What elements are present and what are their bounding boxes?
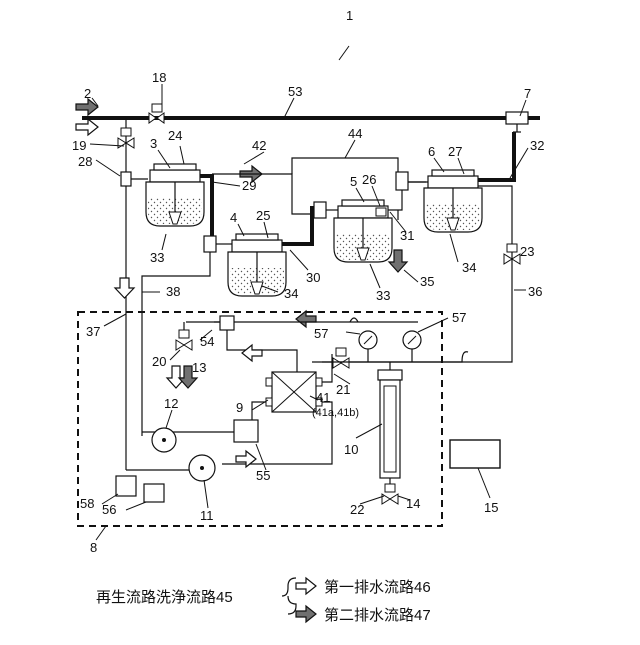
ref-13: 13 (192, 360, 206, 375)
ref-57-left: 57 (314, 326, 328, 341)
ref-22: 22 (350, 502, 364, 517)
pump-11-icon (189, 455, 215, 481)
ref-33-mid: 33 (376, 288, 390, 303)
legend: 再生流路洗浄流路45 第一排水流路46 第二排水流路47 (96, 578, 431, 624)
ref-58: 58 (80, 496, 94, 511)
pressure-gauge-1 (359, 331, 377, 362)
ref-6: 6 (428, 144, 435, 159)
ref-44: 44 (348, 126, 362, 141)
ref-27: 27 (448, 144, 462, 159)
valve-20-icon (176, 322, 192, 350)
outlet-line-32 (478, 132, 514, 180)
ref-24: 24 (168, 128, 182, 143)
ref-34-mid: 34 (284, 286, 298, 301)
ref-15: 15 (484, 500, 498, 515)
ref-53: 53 (288, 84, 302, 99)
reference-numerals: 1 2 18 53 7 3 24 19 28 42 44 29 5 26 6 2… (72, 8, 544, 555)
ref-7: 7 (524, 86, 531, 101)
ref-4: 4 (230, 210, 237, 225)
ref-30: 30 (306, 270, 320, 285)
filter-cartridge-3 (146, 164, 204, 226)
legend-first-label: 第一排水流路46 (324, 578, 431, 596)
ref-54: 54 (200, 334, 214, 349)
ref-41-sub: (41a,41b) (312, 407, 359, 419)
ref-21: 21 (336, 382, 350, 397)
legend-source-label: 再生流路洗浄流路45 (96, 589, 233, 606)
ref-41: 41 (316, 390, 330, 405)
gray-arrow-left (296, 311, 316, 327)
legend-white-arrow-icon (296, 578, 316, 594)
ref-37: 37 (86, 324, 100, 339)
legend-second-label: 第二排水流路47 (324, 606, 431, 624)
filter-cartridge-4 (204, 234, 286, 296)
ref-57-right: 57 (452, 310, 466, 325)
ref-25: 25 (256, 208, 270, 223)
legend-gray-arrow-icon (296, 606, 316, 622)
ref-8: 8 (90, 540, 97, 555)
pump-12-icon (152, 428, 176, 452)
ref-10: 10 (344, 442, 358, 457)
ref-5: 5 (350, 174, 357, 189)
controller-15 (450, 440, 500, 468)
ref-23: 23 (520, 244, 534, 259)
valve-21-icon (333, 348, 349, 368)
ref-33-left: 33 (150, 250, 164, 265)
line-44 (292, 158, 398, 184)
ref-35: 35 (420, 274, 434, 289)
ref-20: 20 (152, 354, 166, 369)
ref-42: 42 (252, 138, 266, 153)
ref-26: 26 (362, 172, 376, 187)
white-flow-arrow-37 (115, 278, 134, 298)
component-55 (234, 420, 258, 442)
component-56 (144, 484, 164, 502)
valve-18-icon (149, 104, 164, 123)
ref-34-right: 34 (462, 260, 476, 275)
white-drain-arrow-13 (167, 366, 185, 388)
ref-32: 32 (530, 138, 544, 153)
ref-31: 31 (400, 228, 414, 243)
white-arrow-left (242, 345, 262, 361)
valve-14-icon (382, 484, 398, 504)
filter-housing-10 (378, 362, 402, 484)
ref-9: 9 (236, 400, 243, 415)
component-58 (116, 476, 136, 496)
ref-14: 14 (406, 496, 420, 511)
ref-38: 38 (166, 284, 180, 299)
ref-2: 2 (84, 86, 91, 101)
ref-11: 11 (200, 508, 214, 523)
ref-12: 12 (164, 396, 178, 411)
ref-18: 18 (152, 70, 166, 85)
ref-29: 29 (242, 178, 256, 193)
ref-55: 55 (256, 468, 270, 483)
ref-36: 36 (528, 284, 542, 299)
pressure-gauge-2 (403, 331, 421, 362)
switching-valve-9 (266, 372, 322, 412)
ref-28: 28 (78, 154, 92, 169)
filter-cartridge-6 (396, 170, 482, 232)
ref-3: 3 (150, 136, 157, 151)
ref-19: 19 (72, 138, 86, 153)
ref-56: 56 (102, 502, 116, 517)
filter-cartridge-5 (314, 200, 392, 262)
ref-1: 1 (346, 8, 353, 23)
